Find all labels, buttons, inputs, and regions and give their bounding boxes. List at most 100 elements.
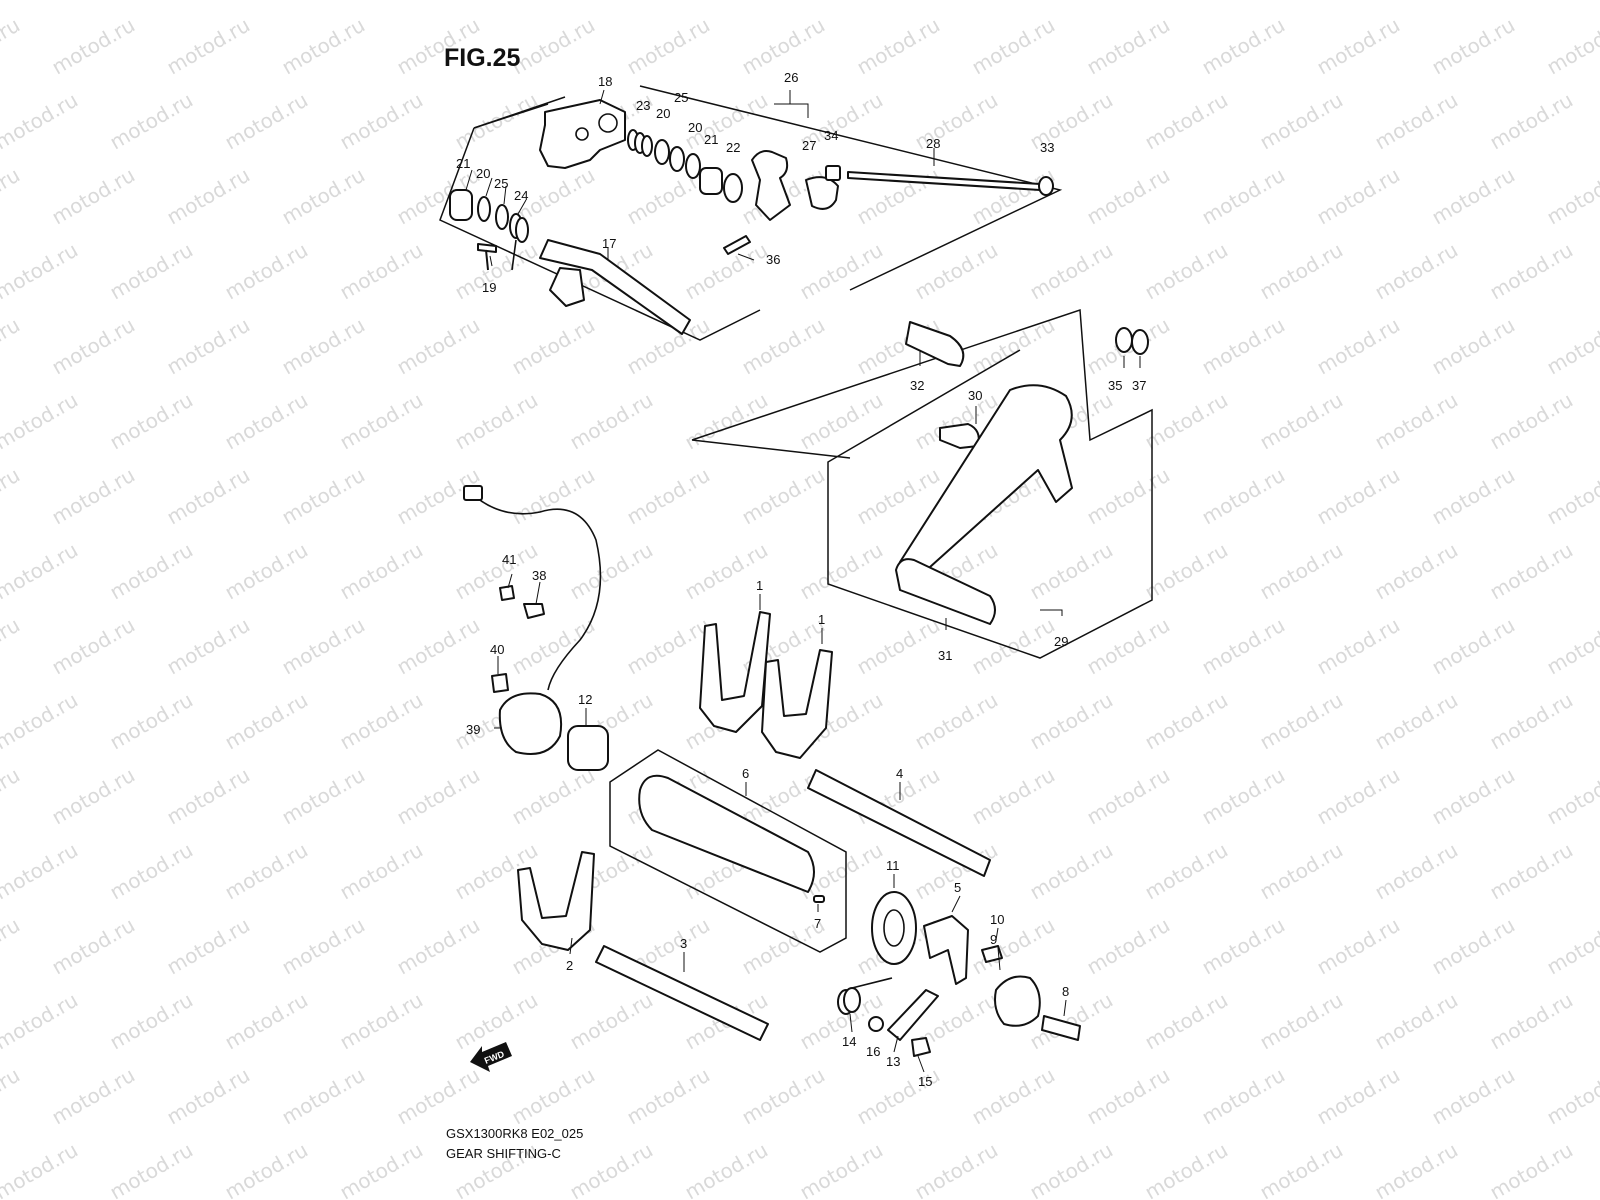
part-19-bolt xyxy=(477,243,497,271)
part-33-nut xyxy=(1038,176,1054,196)
figure-title: FIG.25 xyxy=(444,44,521,72)
watermark-text: motod.ru xyxy=(911,688,1002,755)
sensor-connector xyxy=(463,485,483,501)
callout-21-b: 21 xyxy=(456,156,470,171)
watermark-text: motod.ru xyxy=(738,313,829,380)
part-27-roller xyxy=(805,176,839,210)
gearshift-forks xyxy=(517,611,991,1041)
watermark-text: motod.ru xyxy=(1486,0,1577,4)
watermark-text: motod.ru xyxy=(1198,13,1289,80)
watermark-text: motod.ru xyxy=(796,0,887,4)
watermark-text: motod.ru xyxy=(796,388,887,455)
part-23-spring xyxy=(627,129,653,157)
watermark-text: motod.ru xyxy=(0,463,24,530)
watermark-text: motod.ru xyxy=(1313,913,1404,980)
callout-36: 36 xyxy=(766,252,780,267)
watermark-text: motod.ru xyxy=(336,0,427,4)
watermark-text: motod.ru xyxy=(1428,1063,1519,1130)
callout-34: 34 xyxy=(824,128,838,143)
watermark-text: motod.ru xyxy=(106,538,197,605)
watermark-text: motod.ru xyxy=(0,1063,24,1130)
callout-4: 4 xyxy=(896,766,903,781)
watermark-text: motod.ru xyxy=(853,13,944,80)
watermark-text: motod.ru xyxy=(48,313,139,380)
watermark-text: motod.ru xyxy=(1371,88,1462,155)
watermark-text: motod.ru xyxy=(1371,538,1462,605)
watermark-text: motod.ru xyxy=(221,0,312,4)
watermark-text: motod.ru xyxy=(221,238,312,305)
watermark-text: motod.ru xyxy=(0,88,82,155)
watermark-text: motod.ru xyxy=(566,388,657,455)
watermark-text: motod.ru xyxy=(48,1063,139,1130)
watermark-text: motod.ru xyxy=(853,1063,944,1130)
watermark-text: motod.ru xyxy=(1256,1138,1347,1200)
sensor-wire xyxy=(469,491,602,691)
part-20-washer-b xyxy=(685,153,701,179)
callout-24: 24 xyxy=(514,188,528,203)
callout-18: 18 xyxy=(598,74,612,89)
callout-1-b: 1 xyxy=(818,612,825,627)
watermark-text: motod.ru xyxy=(1543,613,1600,680)
watermark-text: motod.ru xyxy=(1543,463,1600,530)
watermark-text: motod.ru xyxy=(106,88,197,155)
watermark-text: motod.ru xyxy=(163,913,254,980)
part-21-bearing xyxy=(699,167,723,195)
part-13-arm xyxy=(887,989,939,1041)
watermark-text: motod.ru xyxy=(968,1063,1059,1130)
watermark-text: motod.ru xyxy=(48,163,139,230)
watermark-text: motod.ru xyxy=(1256,238,1347,305)
watermark-text: motod.ru xyxy=(336,838,427,905)
drum-box xyxy=(609,749,847,953)
part-10-bolt xyxy=(981,945,1003,963)
watermark-text: motod.ru xyxy=(1543,913,1600,980)
watermark-text: motod.ru xyxy=(278,763,369,830)
watermark-text: motod.ru xyxy=(221,988,312,1055)
watermark-text: motod.ru xyxy=(336,388,427,455)
watermark-text: motod.ru xyxy=(1141,538,1232,605)
callout-13: 13 xyxy=(886,1054,900,1069)
watermark-text: motod.ru xyxy=(106,838,197,905)
watermark-text: motod.ru xyxy=(1313,1063,1404,1130)
watermark-text: motod.ru xyxy=(163,463,254,530)
watermark-text: motod.ru xyxy=(1198,1063,1289,1130)
watermark-text: motod.ru xyxy=(1083,613,1174,680)
watermark-text: motod.ru xyxy=(508,313,599,380)
watermark-text: motod.ru xyxy=(508,613,599,680)
watermark-text: motod.ru xyxy=(508,463,599,530)
watermark-text: motod.ru xyxy=(1428,463,1519,530)
watermark-text: motod.ru xyxy=(1486,1138,1577,1200)
callout-25-b: 25 xyxy=(494,176,508,191)
part-18-hole xyxy=(598,113,618,133)
watermark-text: motod.ru xyxy=(1428,13,1519,80)
shift-lever-box xyxy=(691,308,1153,659)
watermark-text: motod.ru xyxy=(0,988,82,1055)
watermark-text: motod.ru xyxy=(1486,238,1577,305)
watermark-text: motod.ru xyxy=(1371,988,1462,1055)
watermark-text: motod.ru xyxy=(1371,838,1462,905)
watermark-text: motod.ru xyxy=(393,313,484,380)
watermark-text: motod.ru xyxy=(1198,913,1289,980)
callout-labels: 18 23 20 25 20 21 22 26 27 34 28 33 21 2… xyxy=(456,70,1146,1089)
watermark-text: motod.ru xyxy=(1141,238,1232,305)
part-12-bearing xyxy=(567,725,609,771)
watermark-text: motod.ru xyxy=(738,1063,829,1130)
watermark-text: motod.ru xyxy=(1428,763,1519,830)
watermark-text: motod.ru xyxy=(681,0,772,4)
watermark-text: motod.ru xyxy=(451,388,542,455)
part-21-bearing-b xyxy=(449,189,473,221)
watermark-text: motod.ru xyxy=(1198,163,1289,230)
watermark-text: motod.ru xyxy=(968,313,1059,380)
watermark-text: motod.ru xyxy=(566,0,657,4)
fwd-arrow-icon: FWD xyxy=(470,1042,512,1072)
part-15-bolt xyxy=(911,1037,931,1057)
watermark-text: motod.ru xyxy=(508,1063,599,1130)
watermark-text: motod.ru xyxy=(163,163,254,230)
watermark-text: motod.ru xyxy=(1083,463,1174,530)
shift-shaft-assembly xyxy=(439,85,1063,341)
watermark-text: motod.ru xyxy=(1428,163,1519,230)
callout-20-c: 20 xyxy=(476,166,490,181)
watermark-text: motod.ru xyxy=(968,13,1059,80)
part-18-plate xyxy=(539,99,626,169)
section-name: GEAR SHIFTING-C xyxy=(446,1146,561,1161)
